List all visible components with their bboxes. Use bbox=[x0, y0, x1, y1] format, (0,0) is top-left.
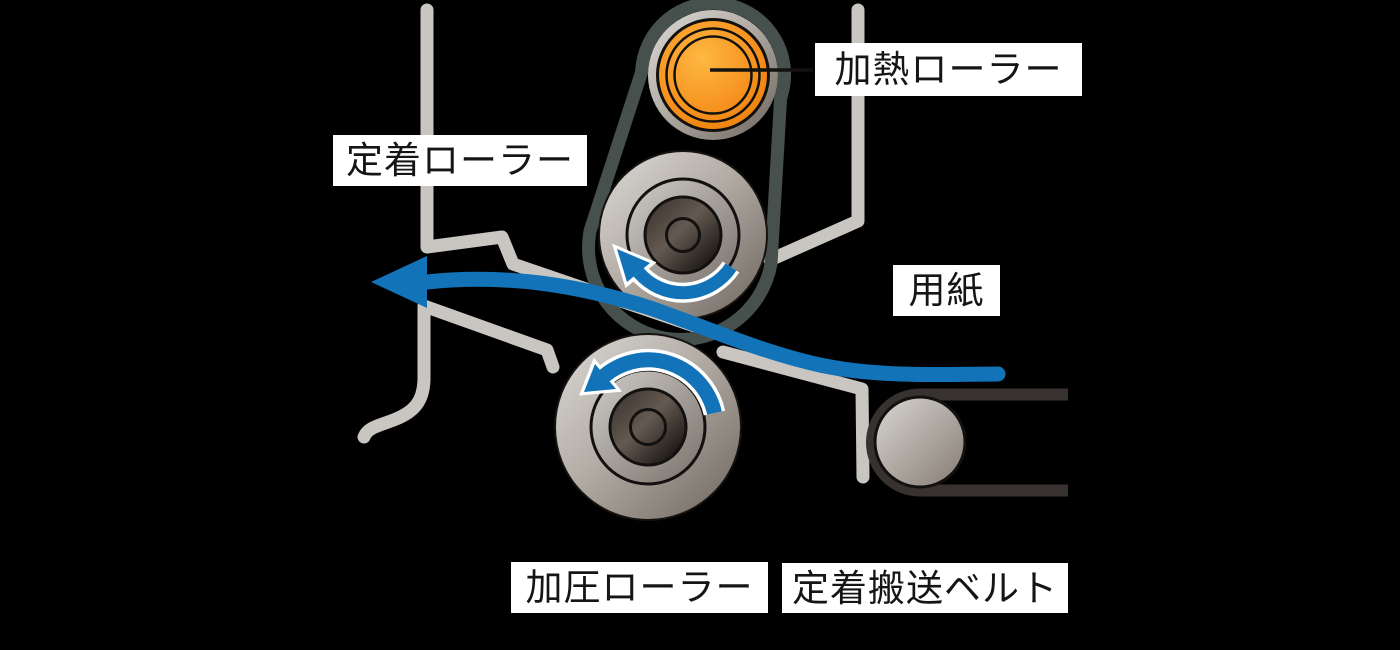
transport-belt bbox=[866, 388, 1068, 497]
fusing-roller-shaft bbox=[665, 217, 701, 253]
heating-roller-ring-2 bbox=[673, 35, 753, 115]
paper-guide-lower-left bbox=[357, 299, 560, 444]
pressure-rotation-arrowhead bbox=[584, 364, 616, 392]
paper-path-arrow bbox=[371, 256, 1006, 383]
label-fusing-roller: 定着ローラー bbox=[333, 135, 587, 186]
label-paper: 用紙 bbox=[893, 265, 1000, 316]
pressure-roller-core bbox=[608, 387, 688, 467]
belt-roller bbox=[873, 395, 967, 489]
pressure-roller-rotation-arrow bbox=[579, 348, 726, 416]
label-fusing-transport-belt: 定着搬送ベルト bbox=[782, 563, 1068, 613]
fusing-rotation-arrowhead bbox=[617, 249, 650, 282]
fusing-roller-core bbox=[643, 195, 723, 275]
fusing-roller-rotation-arrow bbox=[612, 243, 740, 303]
paper-path-line bbox=[419, 271, 1006, 383]
heating-roller bbox=[648, 10, 778, 140]
label-pressure-roller: 加圧ローラー bbox=[511, 562, 768, 613]
label-heating-roller: 加熱ローラー bbox=[815, 43, 1082, 96]
paper-guide-lower-right bbox=[716, 345, 870, 484]
paper-path-arrowhead bbox=[371, 256, 427, 308]
pressure-roller-shaft bbox=[629, 408, 667, 446]
fusing-rotation-arrow bbox=[633, 263, 737, 300]
heating-roller-ring-1 bbox=[665, 27, 761, 123]
pressure-rotation-arrow bbox=[598, 352, 722, 415]
